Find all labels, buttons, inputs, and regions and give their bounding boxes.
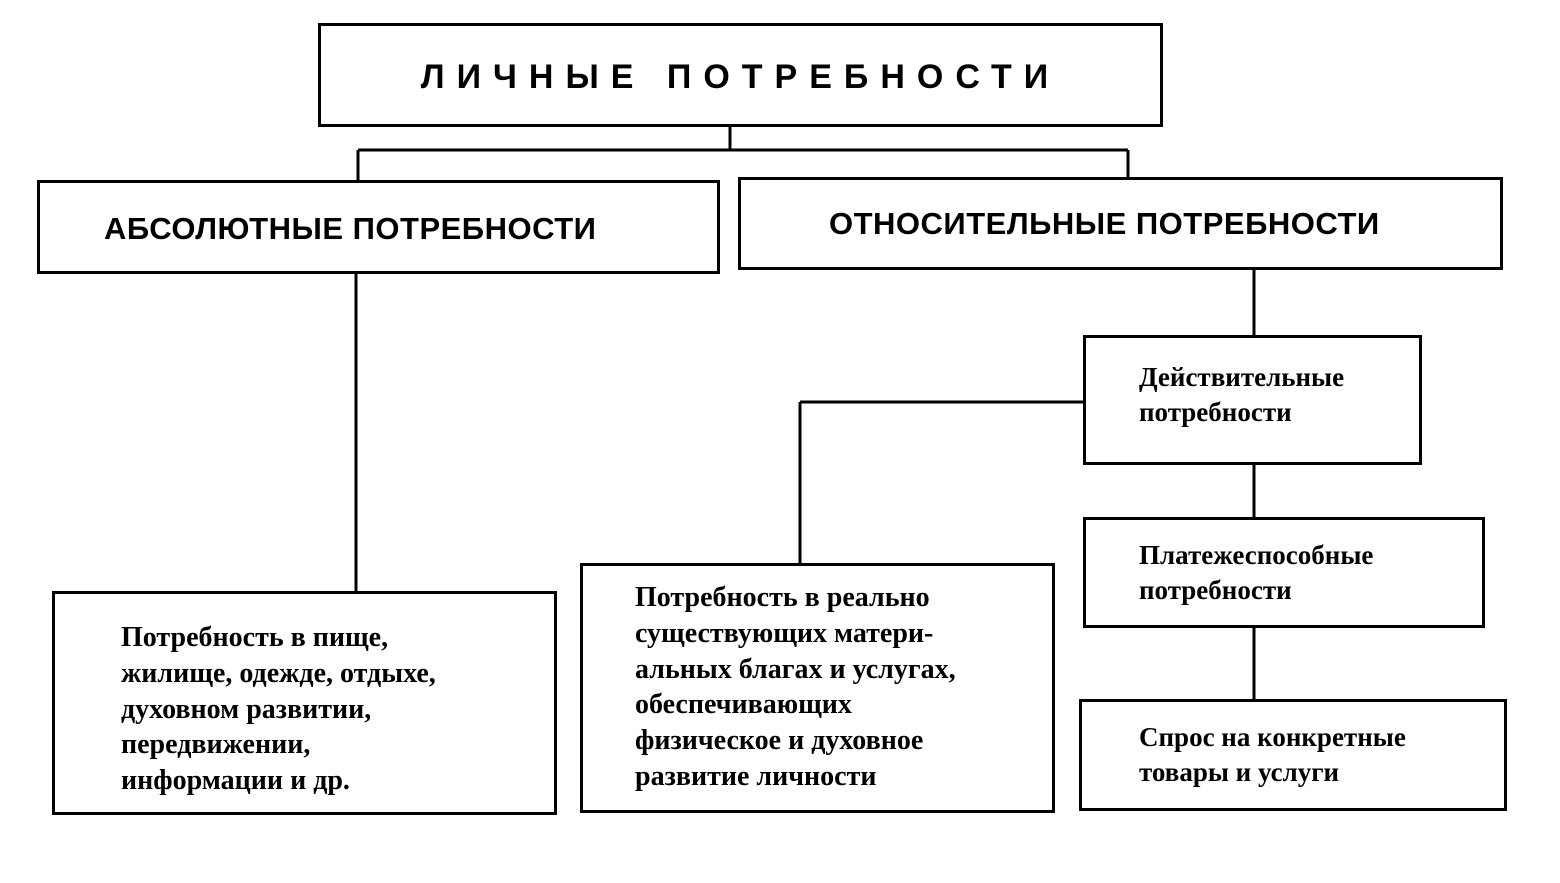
absolute-needs-title: АБСОЛЮТНЫЕ ПОТРЕБНОСТИ	[104, 211, 597, 246]
absolute-needs-node: АБСОЛЮТНЫЕ ПОТРЕБНОСТИ	[37, 180, 720, 274]
demand-label: Спрос на конкретные товары и услуги	[1139, 722, 1406, 787]
solvent-needs-label: Платежеспособные потребности	[1139, 540, 1374, 605]
absolute-description-node: Потребность в пище, жилище, одежде, отды…	[52, 591, 557, 815]
solvent-needs-node: Платежеспособные потребности	[1083, 517, 1485, 628]
actual-description-text: Потребность в реально существующих матер…	[635, 582, 956, 793]
actual-needs-label: Действительные потребности	[1139, 362, 1345, 427]
relative-needs-node: ОТНОСИТЕЛЬНЫЕ ПОТРЕБНОСТИ	[738, 177, 1503, 270]
actual-needs-node: Действительные потребности	[1083, 335, 1422, 465]
relative-needs-title: ОТНОСИТЕЛЬНЫЕ ПОТРЕБНОСТИ	[829, 206, 1380, 241]
demand-node: Спрос на конкретные товары и услуги	[1079, 699, 1507, 811]
absolute-description-text: Потребность в пище, жилище, одежде, отды…	[121, 622, 436, 797]
root-title: ЛИЧНЫЕ ПОТРЕБНОСТИ	[420, 58, 1061, 96]
actual-description-node: Потребность в реально существующих матер…	[580, 563, 1055, 813]
root-node: ЛИЧНЫЕ ПОТРЕБНОСТИ	[318, 23, 1163, 127]
